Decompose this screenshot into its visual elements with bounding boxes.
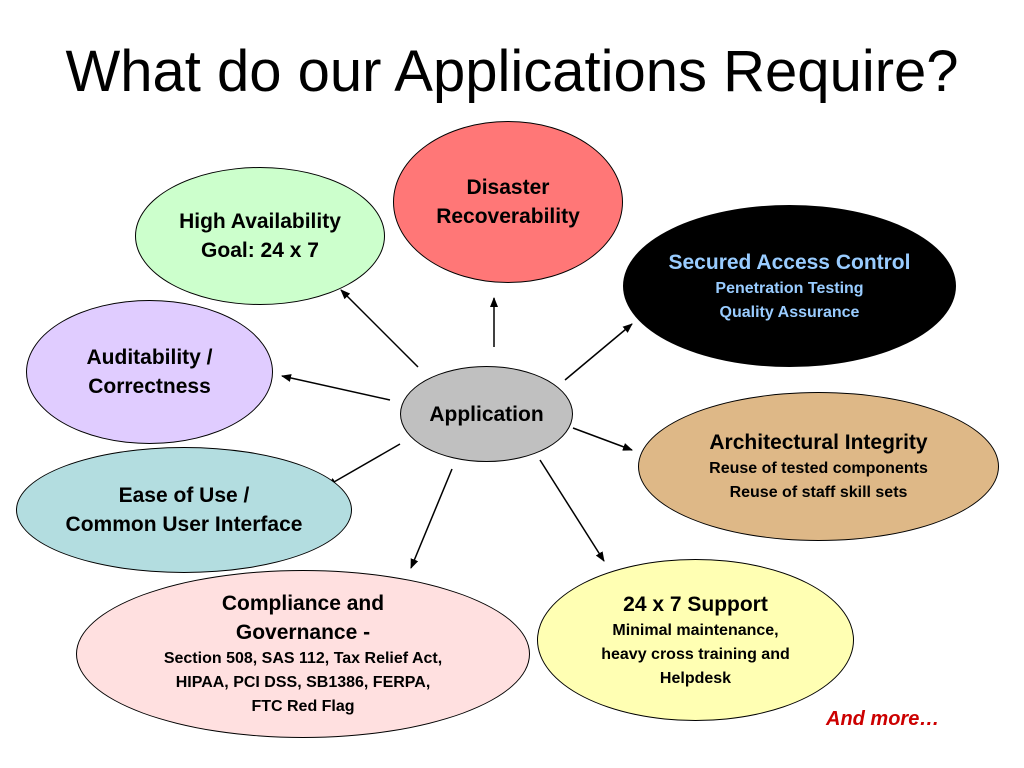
node-auditability: Auditability / Correctness [26, 300, 273, 444]
node-support-head: 24 x 7 Support [623, 592, 768, 616]
node-secured-sub1: Penetration Testing [715, 279, 864, 297]
node-architectural-integrity: Architectural Integrity Reuse of tested … [638, 392, 999, 541]
node-auditability-line2: Correctness [88, 375, 211, 398]
node-disaster-line1: Disaster [466, 176, 550, 199]
node-compliance-head2: Governance - [235, 621, 371, 644]
node-disaster-recoverability: Disaster Recoverability [393, 121, 623, 283]
node-compliance-governance: Compliance and Governance - Section 508,… [76, 570, 530, 738]
arrow-architectural [572, 427, 633, 451]
node-ease-line2: Common User Interface [65, 513, 303, 536]
node-secured-access-control: Secured Access Control Penetration Testi… [623, 205, 956, 367]
node-compliance-sub3: FTC Red Flag [251, 698, 355, 715]
node-support-sub3: Helpdesk [659, 669, 732, 687]
node-architectural-head: Architectural Integrity [709, 431, 928, 454]
node-ease-line1: Ease of Use / [118, 484, 250, 507]
node-high-availability-line1: High Availability [179, 210, 341, 233]
arrow-support [539, 459, 605, 562]
node-high-availability-line2: Goal: 24 x 7 [201, 239, 319, 262]
node-architectural-sub1: Reuse of tested components [709, 460, 928, 477]
arrow-high-availability [340, 289, 419, 368]
arrow-auditability [281, 374, 391, 401]
node-architectural-sub2: Reuse of staff skill sets [729, 484, 908, 501]
node-support: 24 x 7 Support Minimal maintenance, heav… [537, 559, 854, 721]
node-compliance-head1: Compliance and [221, 592, 385, 615]
node-high-availability: High Availability Goal: 24 x 7 [135, 167, 385, 305]
slide-title: What do our Applications Require? [65, 39, 959, 104]
node-auditability-line1: Auditability / [86, 346, 213, 369]
arrow-compliance [410, 468, 453, 569]
node-secured-head: Secured Access Control [668, 250, 911, 274]
node-secured-sub2: Quality Assurance [719, 303, 860, 321]
arrow-secured [564, 323, 633, 381]
node-compliance-sub1: Section 508, SAS 112, Tax Relief Act, [163, 650, 443, 667]
node-application-label: Application [429, 402, 544, 426]
node-support-sub1: Minimal maintenance, [612, 621, 779, 639]
node-compliance-sub2: HIPAA, PCI DSS, SB1386, FERPA, [175, 674, 431, 691]
node-disaster-line2: Recoverability [436, 205, 580, 228]
node-ease-of-use: Ease of Use / Common User Interface [16, 447, 352, 573]
and-more-text: And more… [826, 708, 940, 730]
node-support-sub2: heavy cross training and [601, 645, 790, 663]
node-application: Application [400, 366, 573, 462]
arrow-ease [326, 443, 401, 487]
